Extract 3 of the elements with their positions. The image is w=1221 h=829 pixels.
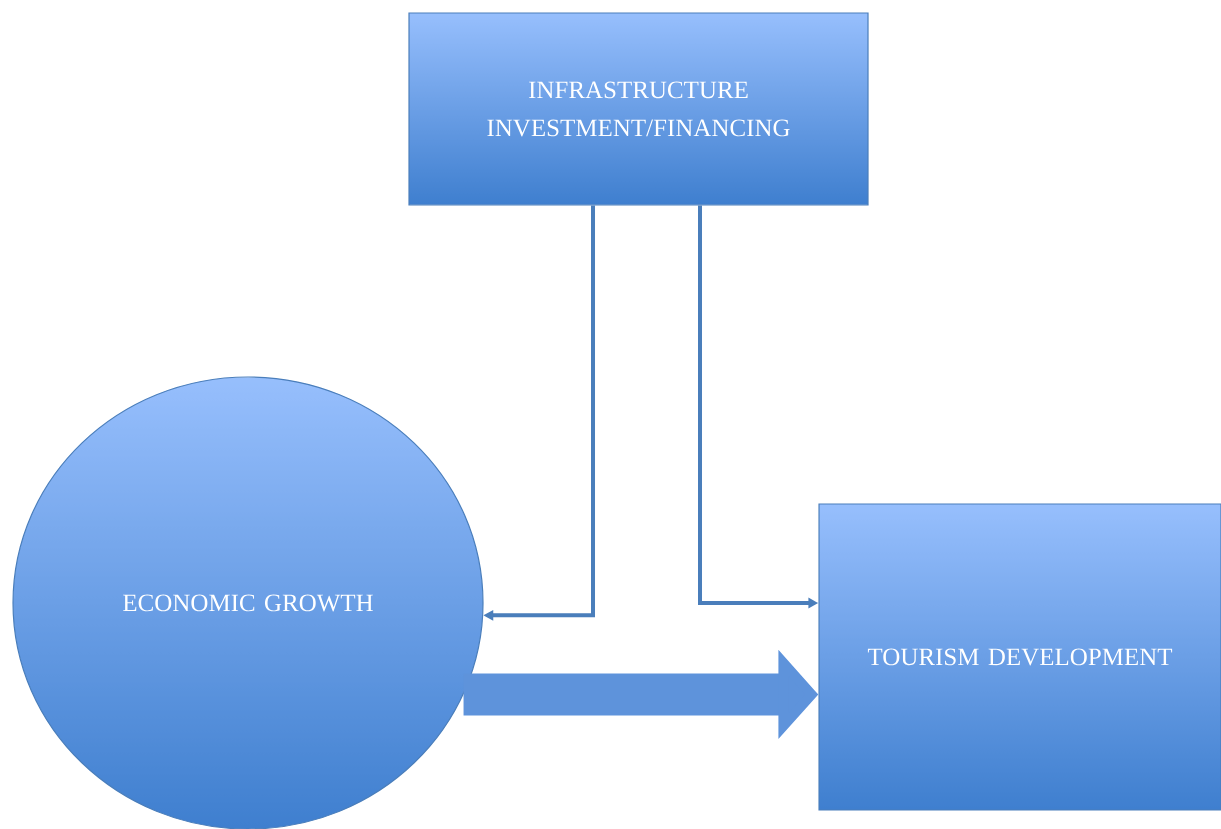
process-box: TOURISM DEVELOPMENT [818,503,1221,811]
circle-node: ECONOMIC GROWTH [12,376,484,829]
process-box: INFRASTRUCTURE INVESTMENT/FINANCING [408,12,869,206]
